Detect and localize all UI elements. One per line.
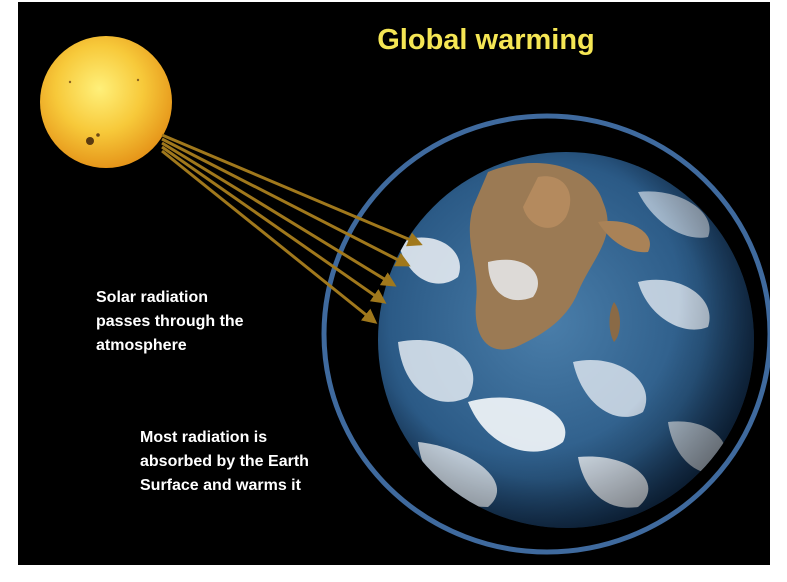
radiation-arrow: [161, 141, 397, 287]
caption-solar-radiation: Solar radiation passes through the atmos…: [96, 286, 244, 358]
earth: [378, 152, 754, 528]
atmosphere-ring: [321, 113, 770, 555]
radiation-arrow: [161, 145, 387, 304]
caption-line: Surface and warms it: [140, 477, 301, 494]
radiation-arrow: [161, 137, 411, 267]
caption-line: passes through the: [96, 313, 244, 330]
solar-radiation-arrows: [161, 133, 423, 324]
caption-line: absorbed by the Earth: [140, 453, 309, 470]
caption-line: Solar radiation: [96, 289, 209, 306]
illustration: [40, 36, 770, 555]
caption-line: atmosphere: [96, 337, 187, 354]
sun: [40, 36, 172, 168]
radiation-arrow: [161, 149, 378, 324]
slide-title: Global warming: [377, 24, 595, 56]
caption-line: Most radiation is: [140, 429, 268, 446]
slide-stage: Global warming Solar radiation passes th…: [18, 2, 770, 565]
caption-absorbed-radiation: Most radiation is absorbed by the Earth …: [140, 426, 309, 498]
radiation-arrow: [161, 133, 423, 247]
sunspot: [86, 137, 94, 145]
